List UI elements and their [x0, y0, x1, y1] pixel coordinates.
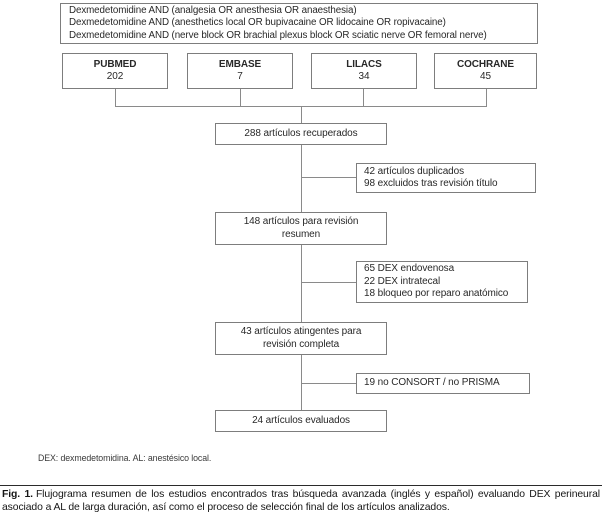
database-name: COCHRANE [457, 58, 514, 70]
connector-line-branch-1 [301, 177, 356, 178]
connector-line-stem-3 [301, 245, 302, 322]
database-box-cochrane: COCHRANE 45 [434, 53, 537, 89]
caption-divider [0, 485, 602, 486]
abbreviation-footnote: DEX: dexmedetomidina. AL: anestésico loc… [38, 453, 212, 463]
node-abstract-review-box: 148 artículos para revisión resumen [215, 212, 387, 245]
excluded-reporting-line: 19 no CONSORT / no PRISMA [364, 377, 500, 389]
node-full-review-box: 43 artículos atingentes para revisión co… [215, 322, 387, 355]
figure-caption-text: Flujograma resumen de los estudios encon… [2, 489, 600, 514]
database-count: 7 [237, 71, 243, 82]
connector-line-branch-2 [301, 282, 356, 283]
figure-caption-label: Fig. 1. [2, 489, 33, 500]
node-retrieved-box: 288 artículos recuperados [215, 123, 387, 145]
database-name: EMBASE [218, 58, 262, 70]
database-count: 34 [358, 71, 370, 82]
connector-line-stem-1 [301, 106, 302, 123]
database-name: LILACS [346, 58, 382, 70]
connector-line-stem-2 [301, 145, 302, 212]
search-strategy-line: Dexmedetomidine AND (anesthetics local O… [69, 17, 446, 29]
node-excluded-reporting-box: 19 no CONSORT / no PRISMA [356, 373, 530, 394]
node-excluded-methods-box: 65 DEX endovenosa 22 DEX intratecal 18 b… [356, 261, 528, 303]
connector-line-cochrane-drop [486, 89, 487, 107]
search-strategy-line: Dexmedetomidine AND (nerve block OR brac… [69, 29, 487, 41]
node-excluded-title-box: 42 artículos duplicados 98 excluidos tra… [356, 163, 536, 193]
database-box-pubmed: PUBMED 202 [62, 53, 168, 89]
full-review-line: 43 artículos atingentes para [240, 326, 362, 337]
search-strategy-box: Dexmedetomidine AND (analgesia OR anesth… [60, 3, 538, 44]
database-name: PUBMED [93, 58, 137, 70]
abstract-review-line: resumen [281, 228, 321, 240]
node-evaluated-label: 24 artículos evaluados [252, 414, 350, 426]
excluded-methods-line: 22 DEX intratecal [364, 275, 441, 287]
connector-line-lilacs-drop [363, 89, 364, 107]
full-review-line: revisión completa [262, 338, 340, 350]
database-count: 45 [480, 71, 491, 82]
abstract-review-line: 148 artículos para revisión [243, 216, 359, 227]
connector-line-branch-3 [301, 383, 356, 384]
excluded-methods-line: 65 DEX endovenosa [364, 263, 455, 275]
node-evaluated-box: 24 artículos evaluados [215, 410, 387, 432]
connector-line-stem-4 [301, 355, 302, 410]
excluded-title-line: 42 artículos duplicados [364, 165, 464, 177]
database-count: 202 [106, 71, 124, 82]
database-box-lilacs: LILACS 34 [311, 53, 417, 89]
search-strategy-line: Dexmedetomidine AND (analgesia OR anesth… [69, 4, 357, 16]
figure-caption: Fig. 1.Flujograma resumen de los estudio… [2, 488, 600, 514]
excluded-title-line: 98 excluidos tras revisión título [364, 178, 498, 189]
database-box-embase: EMBASE 7 [187, 53, 293, 89]
node-retrieved-label: 288 artículos recuperados [244, 127, 358, 139]
connector-line-pubmed-drop [115, 89, 116, 107]
excluded-methods-line: 18 bloqueo por reparo anatómico [364, 288, 509, 300]
connector-line-embase-drop [240, 89, 241, 107]
